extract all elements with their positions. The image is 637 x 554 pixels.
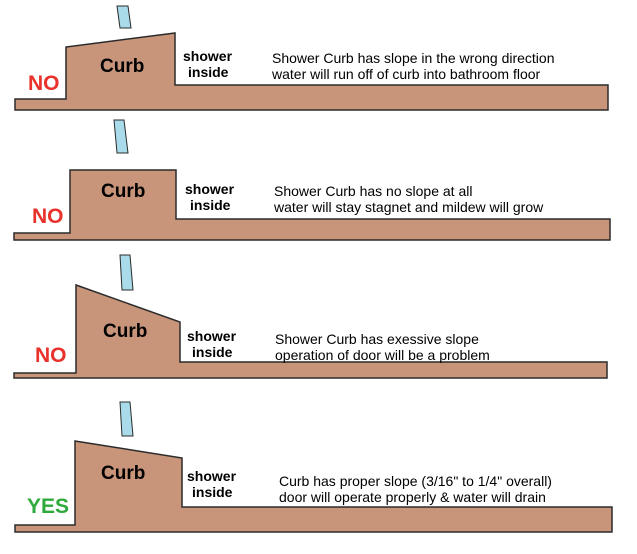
shower-label-line2: inside: [192, 484, 233, 500]
description-line2: water will run off of curb into bathroom…: [271, 66, 541, 82]
shower-label-line1: shower: [187, 328, 237, 344]
description-line1: Shower Curb has no slope at all: [274, 183, 472, 199]
verdict-no: NO: [35, 344, 67, 367]
description-line1: Shower Curb has exessive slope: [275, 331, 479, 347]
verdict-no: NO: [32, 205, 64, 228]
panel-no-slope: Curb shower inside NO Shower Curb has no…: [13, 119, 611, 241]
shower-label-line1: shower: [185, 181, 235, 197]
curb-label: Curb: [103, 321, 147, 342]
shower-label-line1: shower: [187, 468, 237, 484]
panel-excessive-slope: Curb shower inside NO Shower Curb has ex…: [13, 254, 608, 379]
door-glass: [116, 5, 132, 29]
shower-label-line2: inside: [192, 344, 233, 360]
description-line1: Curb has proper slope (3/16" to 1/4" ove…: [279, 473, 552, 489]
door-glass: [113, 119, 129, 154]
curb-shape: [14, 32, 609, 111]
description-line1: Shower Curb has slope in the wrong direc…: [272, 50, 555, 66]
curb-label: Curb: [101, 463, 145, 484]
curb-label: Curb: [101, 181, 145, 202]
curb-shape: [14, 440, 613, 533]
door-glass: [119, 401, 134, 437]
description-line2: operation of door will be a problem: [275, 347, 490, 363]
panel-wrong-direction: Curb shower inside NO Shower Curb has sl…: [14, 5, 609, 111]
description-line2: water will stay stagnet and mildew will …: [273, 199, 544, 215]
shower-label-line2: inside: [188, 64, 229, 80]
description-line2: door will operate properly & water will …: [279, 489, 546, 505]
verdict-no: NO: [28, 72, 60, 95]
curb-shape: [13, 169, 611, 241]
shower-label-line2: inside: [190, 197, 231, 213]
curb-label: Curb: [100, 56, 144, 77]
panel-proper-slope: Curb shower inside YES Curb has proper s…: [14, 401, 613, 533]
verdict-yes: YES: [27, 495, 69, 518]
curb-shape: [13, 283, 608, 379]
door-glass: [119, 254, 134, 291]
shower-label-line1: shower: [183, 48, 233, 64]
